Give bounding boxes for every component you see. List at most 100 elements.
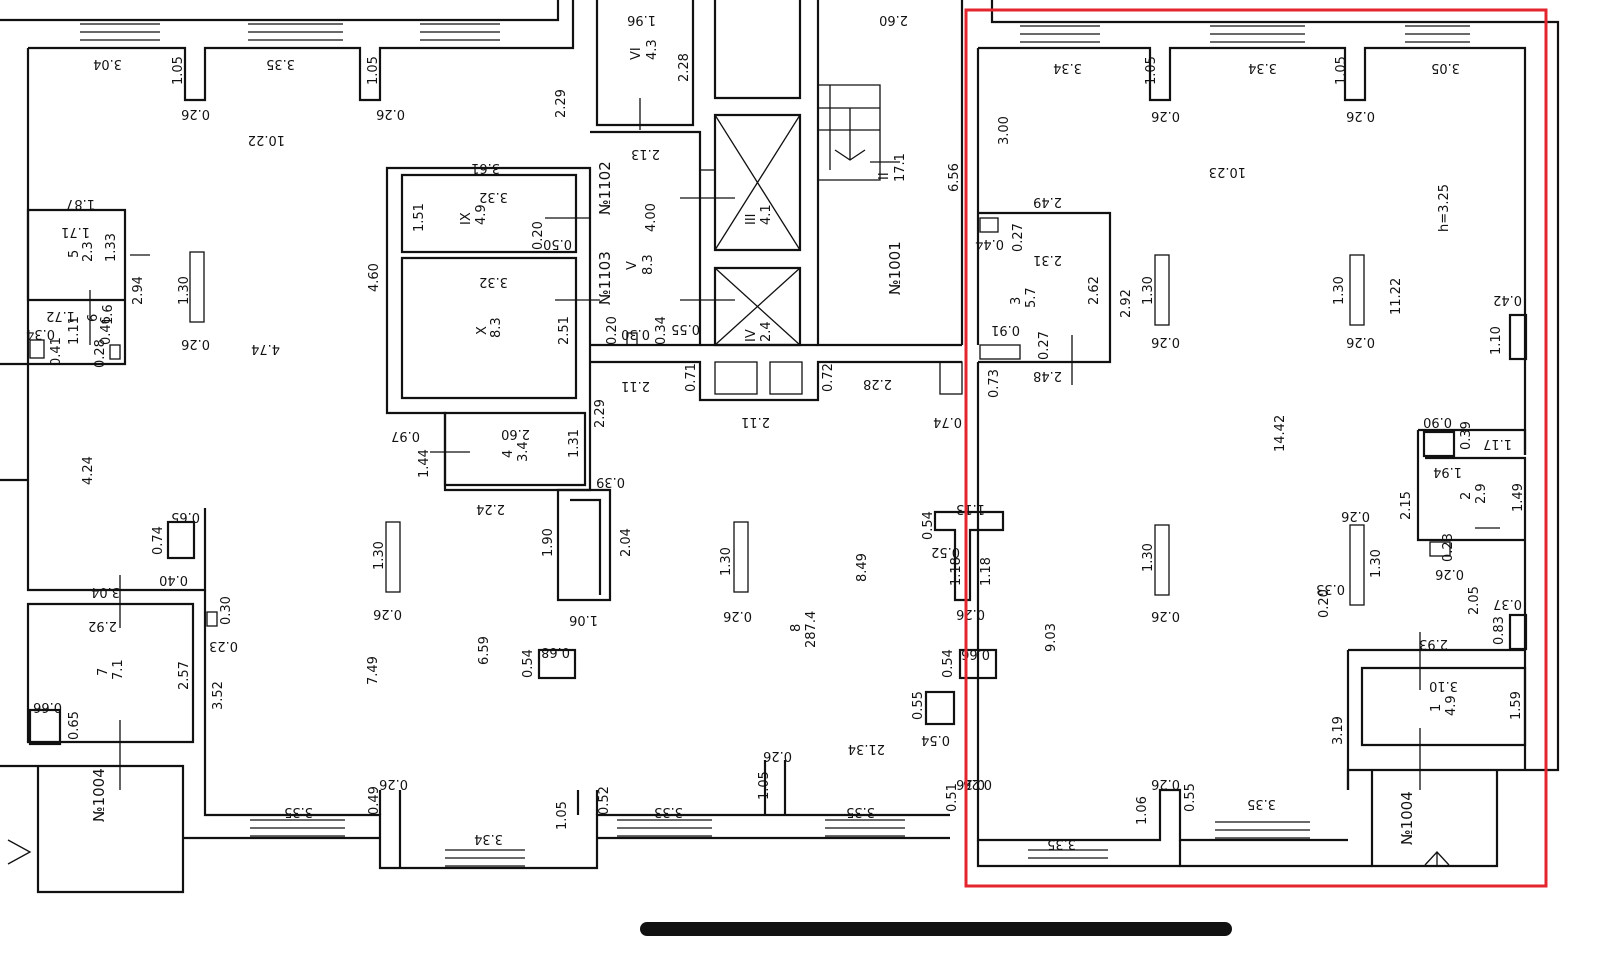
dim: 2.05	[1467, 586, 1482, 615]
dim: 3.52	[211, 681, 226, 710]
dim: 3.04	[91, 584, 120, 599]
dim: 0.26	[181, 336, 210, 351]
room-7-area: 7.1	[111, 659, 126, 680]
dim: 0.26	[723, 608, 752, 623]
dim: 0.27	[1037, 331, 1052, 360]
dim: 0.46	[99, 316, 114, 345]
dim: 0.26	[181, 106, 210, 121]
dim: 0.66	[961, 646, 990, 661]
dim: 0.26	[376, 106, 405, 121]
dim: 1.05	[1144, 56, 1159, 85]
room-VI-code: VI	[629, 47, 644, 60]
dim: 1.33	[104, 233, 119, 262]
dim: 0.26	[1341, 508, 1370, 523]
dim: 3.10	[1429, 678, 1458, 693]
room-7-code: 7	[96, 668, 111, 676]
dim: 3.00	[997, 116, 1012, 145]
dim: 2.15	[1399, 491, 1414, 520]
room-IV-code: IV	[744, 329, 759, 342]
dim: 0.20	[531, 221, 546, 250]
room-II-area: 17.1	[893, 153, 908, 182]
room-1004-right-label: №1004	[1398, 791, 1416, 845]
dim: 2.48	[1033, 368, 1062, 383]
dim: 0.55	[911, 691, 926, 720]
dim: 3.19	[1331, 716, 1346, 745]
home-indicator-bar[interactable]	[640, 922, 1232, 936]
dim: 0.26	[763, 748, 792, 763]
dim: 2.29	[593, 399, 608, 428]
dim: 3.33	[654, 804, 683, 819]
dim: 1.96	[627, 12, 656, 27]
dim: 1.30	[177, 276, 192, 305]
room-1102-label: №1102	[596, 161, 614, 215]
room-2-code: 2	[1459, 492, 1474, 500]
room-III-area: 4.1	[759, 204, 774, 225]
room-6-area: 1.6	[101, 304, 116, 325]
dim: 1.11	[67, 316, 82, 345]
dim: 0.40	[159, 572, 188, 587]
dim: 0.20	[605, 316, 620, 345]
dim: 2.94	[131, 276, 146, 305]
dim: 0.41	[49, 337, 64, 366]
dim: 3.34	[474, 831, 503, 846]
dim: 0.97	[391, 428, 420, 443]
room-V-code: V	[625, 261, 640, 270]
room-1-code: 1	[1429, 704, 1444, 712]
dim: 2.24	[476, 501, 505, 516]
dim: 0.26	[956, 776, 985, 791]
dim: 0.26	[373, 606, 402, 621]
dim: 2.13	[631, 146, 660, 161]
dim: 0.83	[1492, 616, 1507, 645]
room-3-code: 3	[1009, 297, 1024, 305]
room-IX-code: IX	[459, 212, 474, 225]
highlight-rectangle	[964, 8, 1548, 888]
dim: 0.68	[541, 644, 570, 659]
dim: 4.74	[251, 341, 280, 356]
dim: 0.54	[921, 732, 950, 747]
dim: 9.03	[1044, 623, 1059, 652]
dim: 3.35	[284, 804, 313, 819]
room-1004-left-label: №1004	[90, 768, 108, 822]
dim: 1.51	[412, 203, 427, 232]
dim: 1.10	[1489, 326, 1504, 355]
dim: 0.65	[171, 509, 200, 524]
dim: 0.54	[941, 649, 956, 678]
dim: 0.65	[67, 711, 82, 740]
dim: 14.42	[1273, 415, 1288, 452]
dim: 0.74	[151, 526, 166, 555]
dim: 0.51	[945, 783, 960, 812]
dim: 4.00	[644, 203, 659, 232]
dim: 1.59	[1509, 691, 1524, 720]
dim: 0.26	[956, 606, 985, 621]
dim: 10.23	[1209, 164, 1246, 179]
dim: 3.35	[1047, 836, 1076, 851]
dim: 0.26	[1346, 108, 1375, 123]
dim: 4.60	[367, 263, 382, 292]
dim: 11.22	[1389, 278, 1404, 315]
room-8-area: 287.4	[804, 611, 819, 648]
dim: 0.74	[933, 414, 962, 429]
dim: 1.30	[1332, 276, 1347, 305]
dim: 0.55	[671, 321, 700, 336]
dim: 1.05	[555, 801, 570, 830]
dim: 1.06	[1135, 796, 1150, 825]
dim: 3.61	[471, 160, 500, 175]
dim: 0.55	[1183, 783, 1198, 812]
dim: 0.71	[684, 363, 699, 392]
dim: 3.35	[266, 56, 295, 71]
dim: 2.31	[1033, 252, 1062, 267]
dim: 1.72	[46, 308, 75, 323]
dim: 1.18	[979, 557, 994, 586]
dim: 2.57	[177, 661, 192, 690]
dim: 0.73	[987, 369, 1002, 398]
walls-right	[976, 0, 1560, 868]
dim: 0.90	[1423, 414, 1452, 429]
room-X-area: 8.3	[489, 317, 504, 338]
room-1103-label: №1103	[596, 251, 614, 305]
dim: 0.39	[1459, 421, 1474, 450]
dim: 2.28	[677, 53, 692, 82]
dim: 2.51	[557, 316, 572, 345]
dim: 0.20	[1317, 589, 1332, 618]
dim: 2.29	[554, 89, 569, 118]
dim: 0.49	[367, 786, 382, 815]
